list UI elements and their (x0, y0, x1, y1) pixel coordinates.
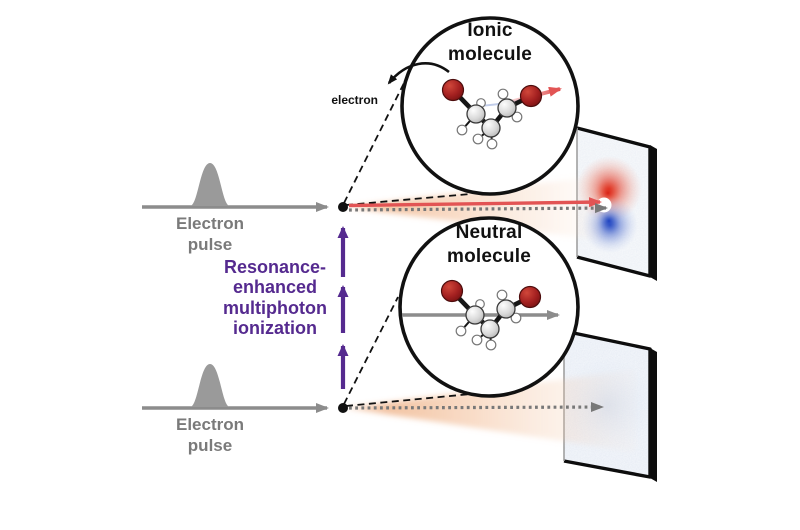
ion-deflection-arrow (348, 197, 602, 208)
bottom-beam-label: Electron pulse (175, 415, 245, 456)
scattering-cone-top (345, 176, 600, 240)
top-electron-beam (142, 163, 329, 212)
neutral-inset-title: Neutral molecule (447, 222, 531, 267)
neutral-inset-circle (398, 216, 580, 398)
bottom-pulse-shape (190, 364, 230, 407)
ionic-inset-title: Ionic molecule (448, 20, 532, 65)
screen-side-edge (650, 145, 657, 281)
bottom-electron-beam (142, 364, 329, 413)
interaction-point-bottom (338, 403, 348, 413)
rempi-label: Resonance- enhanced multiphoton ionizati… (223, 257, 327, 338)
screen-side-edge (650, 348, 657, 482)
undeflected-dotted-arrow-bottom (348, 402, 604, 413)
magnifier-lines-bottom (343, 296, 472, 407)
top-beam-label: Electron pulse (175, 214, 245, 255)
interaction-point-top (338, 202, 348, 212)
ionic-inset-circle (387, 16, 580, 196)
magnifier-lines-top (343, 76, 471, 206)
scattering-cone-bottom (345, 370, 635, 452)
electron-ejection-label: electron (331, 93, 378, 107)
electron-ejection-arrow (387, 62, 450, 85)
top-pulse-shape (190, 163, 230, 206)
